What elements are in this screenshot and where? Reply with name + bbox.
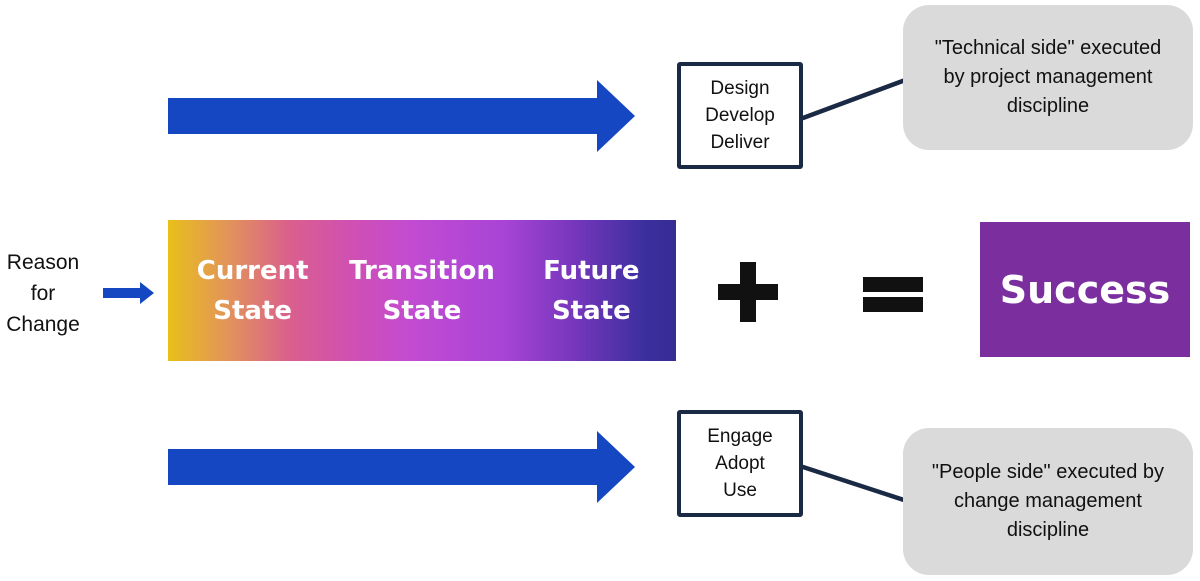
plus-icon: +: [718, 262, 778, 322]
technical-connector-line: [800, 76, 911, 121]
equals-icon-bottom-bar: [863, 297, 923, 312]
success-box: Success: [980, 222, 1190, 357]
stage-transition-line2: State: [382, 295, 462, 326]
equals-icon-top-bar: [863, 277, 923, 292]
technical-callout: "Technical side" executed by project man…: [903, 5, 1193, 150]
people-callout: "People side" executed by change managem…: [903, 428, 1193, 575]
people-step-adopt: Adopt: [715, 453, 765, 474]
stage-current-line1: Current: [196, 255, 309, 286]
technical-step-design: Design: [710, 78, 770, 99]
technical-arrow-icon: [168, 80, 635, 152]
reason-arrow-icon: [103, 282, 154, 304]
people-step-use: Use: [723, 480, 757, 501]
people-steps-box: Engage Adopt Use: [677, 410, 803, 517]
people-callout-text: "People side" executed by change managem…: [931, 461, 1165, 541]
technical-callout-text: "Technical side" executed by project man…: [934, 37, 1162, 117]
stage-future-line1: Future: [543, 255, 640, 286]
stage-current-line2: State: [213, 295, 293, 326]
people-step-engage: Engage: [707, 426, 773, 447]
stage-future-state: Future State: [507, 251, 676, 331]
technical-step-deliver: Deliver: [710, 132, 770, 153]
success-label: Success: [999, 267, 1171, 312]
stage-current-state: Current State: [168, 251, 337, 331]
people-connector-line: [800, 464, 910, 504]
equals-icon: =: [863, 277, 923, 312]
stage-transition-state: Transition State: [337, 251, 506, 331]
technical-steps-box: Design Develop Deliver: [677, 62, 803, 169]
plus-icon-vertical-bar: [740, 262, 756, 322]
state-gradient-bar: Current State Transition State Future St…: [168, 220, 676, 361]
reason-for-change-label: Reason for Change: [6, 251, 80, 336]
technical-step-develop: Develop: [705, 105, 775, 126]
people-arrow-icon: [168, 431, 635, 503]
stage-transition-line1: Transition: [349, 255, 495, 286]
stage-future-line2: State: [551, 295, 631, 326]
plus-symbol-text: +: [718, 262, 719, 263]
